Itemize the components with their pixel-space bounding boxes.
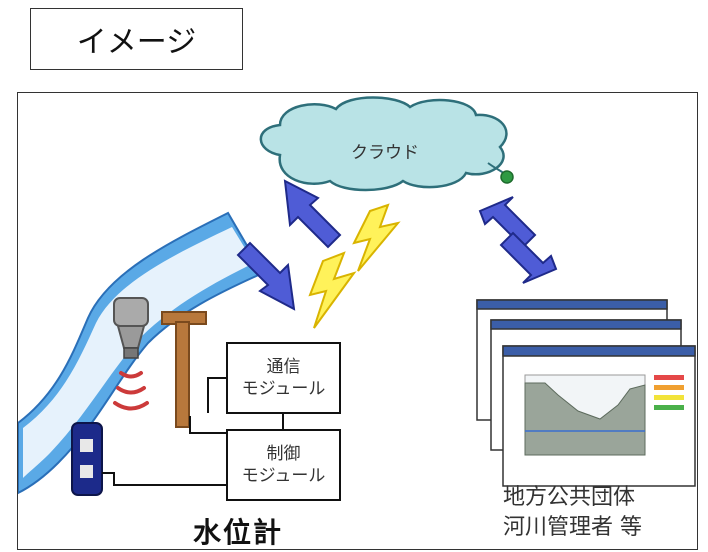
lightning-2 — [308, 251, 357, 329]
signal-waves — [113, 371, 149, 411]
arrow-down-left — [236, 241, 296, 311]
comm-module-box: 通信 モジュール — [226, 342, 341, 414]
comm-module-line2: モジュール — [241, 379, 326, 399]
cloud — [259, 96, 508, 192]
lightning-1 — [352, 203, 401, 272]
screen-chart — [524, 374, 684, 456]
arrow-up-left — [283, 179, 342, 249]
page-title: イメージ — [76, 25, 197, 60]
arrow-down-right — [499, 231, 558, 284]
control-module-line1: 制御 — [266, 444, 301, 464]
comm-module-line1: 通信 — [266, 357, 301, 377]
org-label-line1: 地方公共団体 — [503, 485, 636, 510]
sensor-device — [113, 297, 149, 359]
lightning-bolts — [308, 203, 401, 329]
org-label: 地方公共団体 河川管理者 等 — [503, 483, 642, 543]
org-label-line2: 河川管理者 等 — [503, 515, 642, 540]
cloud-dot — [500, 170, 514, 184]
diagram-canvas — [18, 96, 696, 496]
cloud-label: クラウド — [351, 143, 419, 163]
river-inner — [23, 227, 254, 478]
pole — [161, 311, 207, 428]
arrow-up-right — [478, 196, 537, 249]
download-arrows — [478, 196, 558, 284]
control-module-box: 制御 モジュール — [226, 429, 341, 501]
upload-arrows — [236, 179, 342, 311]
wires — [102, 377, 284, 486]
title-box: イメージ — [30, 8, 243, 70]
device-label: 水位計 — [193, 516, 284, 549]
diagram-frame: クラウド 通信 モジュール 制御 モジュール 水位計 地方公共団体 河川管理者 … — [17, 92, 698, 550]
control-module-line2: モジュール — [241, 466, 326, 486]
battery-box — [71, 422, 103, 496]
